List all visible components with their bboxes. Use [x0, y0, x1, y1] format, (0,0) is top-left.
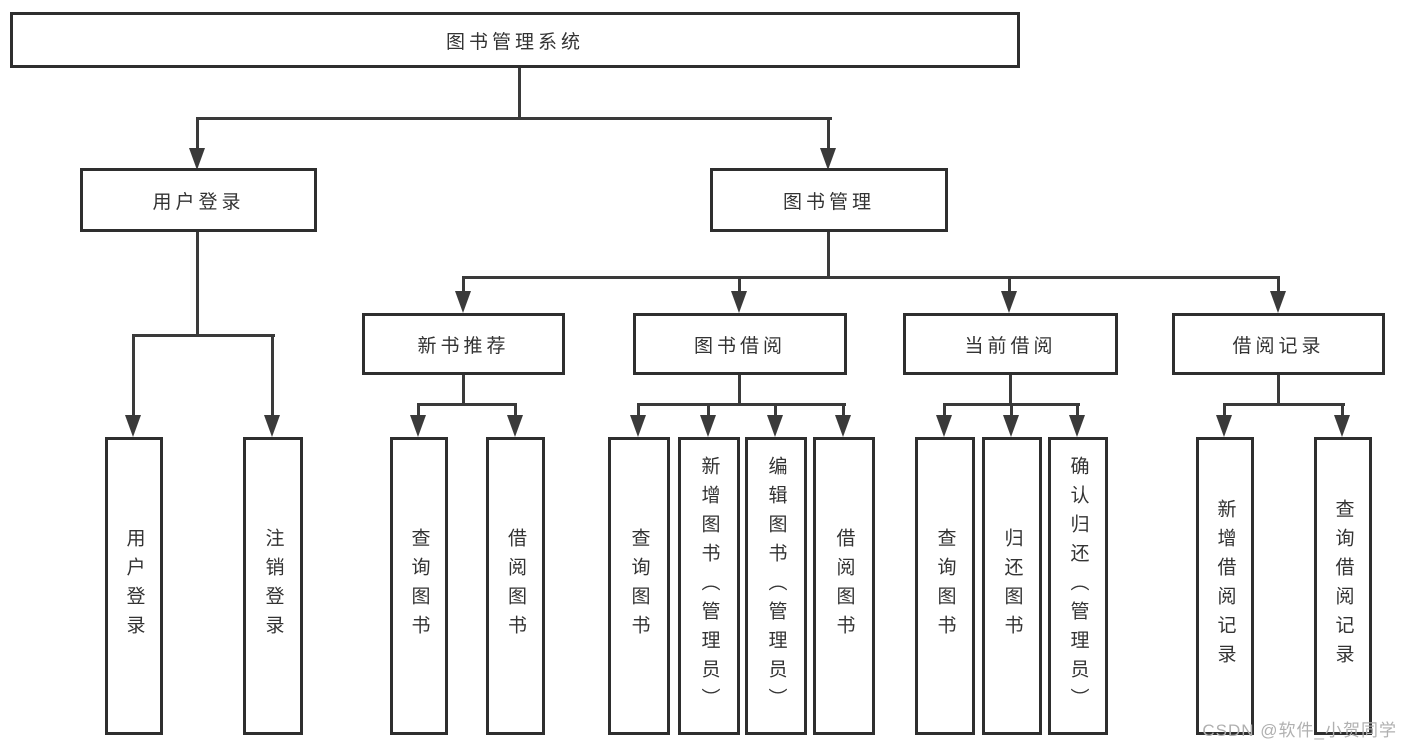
root-stub-mgmt: [827, 117, 830, 151]
node-label: 新书推荐: [417, 335, 510, 357]
mgmt-rail-line: [462, 276, 1280, 279]
node-book-mgmt: 图书管理: [710, 168, 948, 232]
node-leaf-borrow-edit-books: 编辑图书（管理员）: [745, 437, 807, 735]
record-stub-2: [1341, 403, 1344, 417]
current-vertical-line: [1009, 374, 1012, 406]
login-stub-2: [271, 334, 274, 417]
arrow-down-icon: [189, 148, 205, 170]
borrow-vertical-line: [738, 374, 741, 406]
arrow-down-icon: [767, 415, 783, 437]
node-leaf-rec-query-books: 查询图书: [390, 437, 448, 735]
mgmt-stub-record: [1277, 276, 1280, 294]
node-label: 借阅记录: [1232, 335, 1325, 357]
node-label: 注销登录: [262, 528, 284, 644]
login-vertical-line: [196, 232, 199, 336]
arrow-down-icon: [410, 415, 426, 437]
mgmt-stub-rec: [462, 276, 465, 294]
arrow-down-icon: [1003, 415, 1019, 437]
node-book-borrow: 图书借阅: [633, 313, 847, 375]
borrow-stub-4: [842, 403, 845, 417]
node-label: 借阅图书: [833, 528, 855, 644]
node-leaf-rec-borrow-books: 借阅图书: [486, 437, 545, 735]
node-label: 用户登录: [123, 528, 145, 644]
arrow-down-icon: [630, 415, 646, 437]
node-current-borrow: 当前借阅: [903, 313, 1118, 375]
arrow-down-icon: [1270, 291, 1286, 313]
rec-rail-line: [417, 403, 517, 406]
root-rail-line: [196, 117, 832, 120]
node-root: 图书管理系统: [10, 12, 1020, 68]
borrow-stub-2: [707, 403, 710, 417]
current-stub-2: [1010, 403, 1013, 417]
node-label: 图书管理系统: [445, 31, 584, 53]
node-leaf-borrow-add-books: 新增图书（管理员）: [678, 437, 740, 735]
node-label: 确认归还（管理员）: [1067, 455, 1089, 717]
arrow-down-icon: [507, 415, 523, 437]
node-borrow-record: 借阅记录: [1172, 313, 1385, 375]
node-label: 查询借阅记录: [1332, 499, 1354, 673]
arrow-down-icon: [936, 415, 952, 437]
borrow-rail-line: [637, 403, 846, 406]
node-label: 归还图书: [1001, 528, 1023, 644]
rec-stub-1: [417, 403, 420, 417]
node-leaf-borrow-borrow-books: 借阅图书: [813, 437, 875, 735]
node-leaf-record-query: 查询借阅记录: [1314, 437, 1372, 735]
root-stub-login: [196, 117, 199, 151]
rec-stub-2: [514, 403, 517, 417]
node-label: 新增借阅记录: [1214, 499, 1236, 673]
arrow-down-icon: [264, 415, 280, 437]
borrow-stub-1: [637, 403, 640, 417]
arrow-down-icon: [1216, 415, 1232, 437]
arrow-down-icon: [1069, 415, 1085, 437]
mgmt-stub-current: [1008, 276, 1011, 294]
node-new-book-rec: 新书推荐: [362, 313, 565, 375]
node-leaf-current-confirm-return: 确认归还（管理员）: [1048, 437, 1108, 735]
current-stub-3: [1076, 403, 1079, 417]
node-leaf-current-query-books: 查询图书: [915, 437, 975, 735]
watermark: CSDN @软件_小贺同学: [1202, 721, 1397, 740]
node-label: 用户登录: [152, 191, 245, 213]
record-vertical-line: [1277, 374, 1280, 406]
login-rail-line: [132, 334, 275, 337]
node-label: 图书管理: [782, 191, 875, 213]
mgmt-stub-borrow: [738, 276, 741, 294]
node-label: 查询图书: [934, 528, 956, 644]
node-leaf-user-login: 用户登录: [105, 437, 163, 735]
node-label: 编辑图书（管理员）: [765, 455, 787, 717]
borrow-stub-3: [774, 403, 777, 417]
arrow-down-icon: [125, 415, 141, 437]
node-leaf-current-return-books: 归还图书: [982, 437, 1042, 735]
mgmt-vertical-line: [827, 232, 830, 278]
record-rail-line: [1223, 403, 1345, 406]
node-label: 当前借阅: [964, 335, 1057, 357]
node-leaf-borrow-query-books: 查询图书: [608, 437, 670, 735]
arrow-down-icon: [1334, 415, 1350, 437]
node-label: 图书借阅: [693, 335, 786, 357]
login-stub-1: [132, 334, 135, 417]
node-label: 新增图书（管理员）: [698, 455, 720, 717]
root-vertical-line: [518, 66, 521, 119]
arrow-down-icon: [1001, 291, 1017, 313]
node-leaf-record-add: 新增借阅记录: [1196, 437, 1254, 735]
arrow-down-icon: [835, 415, 851, 437]
arrow-down-icon: [700, 415, 716, 437]
arrow-down-icon: [820, 148, 836, 170]
current-stub-1: [943, 403, 946, 417]
node-label: 查询图书: [408, 528, 430, 644]
record-stub-1: [1223, 403, 1226, 417]
node-label: 查询图书: [628, 528, 650, 644]
rec-vertical-line: [462, 374, 465, 406]
node-user-login: 用户登录: [80, 168, 317, 232]
arrow-down-icon: [455, 291, 471, 313]
arrow-down-icon: [731, 291, 747, 313]
node-label: 借阅图书: [505, 528, 526, 644]
node-leaf-logout: 注销登录: [243, 437, 303, 735]
